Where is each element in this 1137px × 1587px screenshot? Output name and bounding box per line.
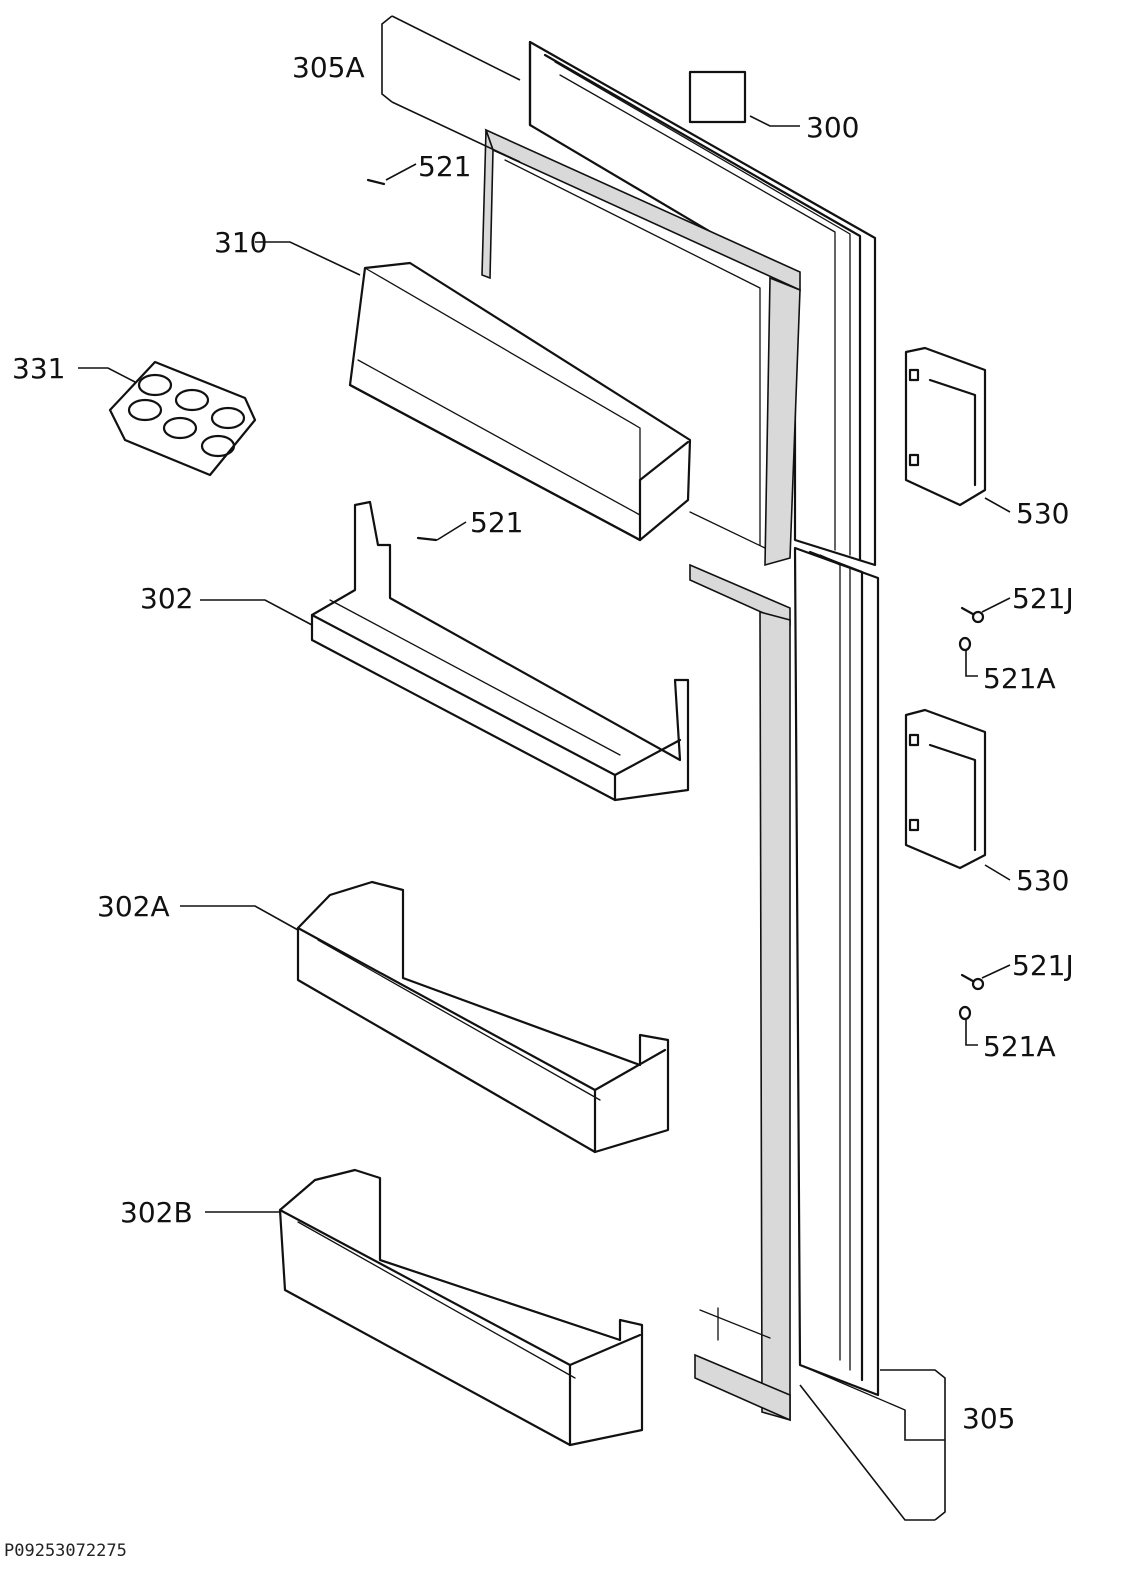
label-521J-bottom: 521J [1012, 949, 1074, 982]
label-302B: 302B [120, 1196, 193, 1229]
screw-lower [960, 973, 985, 991]
label-302A: 302A [97, 890, 170, 923]
egg-tray [108, 360, 257, 477]
upper-door-panel [528, 40, 877, 567]
lower-door-panel [793, 546, 906, 1411]
label-300: 300 [806, 111, 859, 144]
door-bin-302 [310, 500, 690, 802]
leader-lines [78, 15, 1011, 1521]
washer-upper [958, 636, 972, 652]
label-521J-top: 521J [1012, 582, 1074, 615]
upper-door-gasket [481, 128, 801, 567]
label-305A: 305A [292, 51, 365, 84]
label-310: 310 [214, 226, 267, 259]
label-521-mid: 521 [470, 506, 523, 539]
label-530-top: 530 [1016, 497, 1069, 530]
label-331: 331 [12, 352, 65, 385]
label-521-top: 521 [418, 150, 471, 183]
label-302: 302 [140, 582, 193, 615]
label-305: 305 [962, 1402, 1015, 1435]
lower-door-gasket [689, 563, 791, 1422]
screw-521-top [366, 178, 386, 186]
label-521A-bottom: 521A [983, 1030, 1056, 1063]
washer-lower [958, 1005, 972, 1021]
label-521A-top: 521A [983, 662, 1056, 695]
label-530-bottom: 530 [1016, 864, 1069, 897]
door-bin-302A [296, 880, 670, 1154]
handle-lower [904, 708, 987, 870]
screw-521-mid [416, 536, 438, 542]
dairy-compartment [348, 261, 692, 542]
handle-upper [904, 346, 987, 507]
rating-plate [688, 70, 747, 124]
screw-upper [960, 606, 985, 624]
reference-code: P09253072275 [4, 1541, 127, 1561]
part-labels: 305A 300 521 310 331 521 530 302 521J 52… [12, 51, 1074, 1435]
door-bin-302B [278, 1168, 644, 1447]
